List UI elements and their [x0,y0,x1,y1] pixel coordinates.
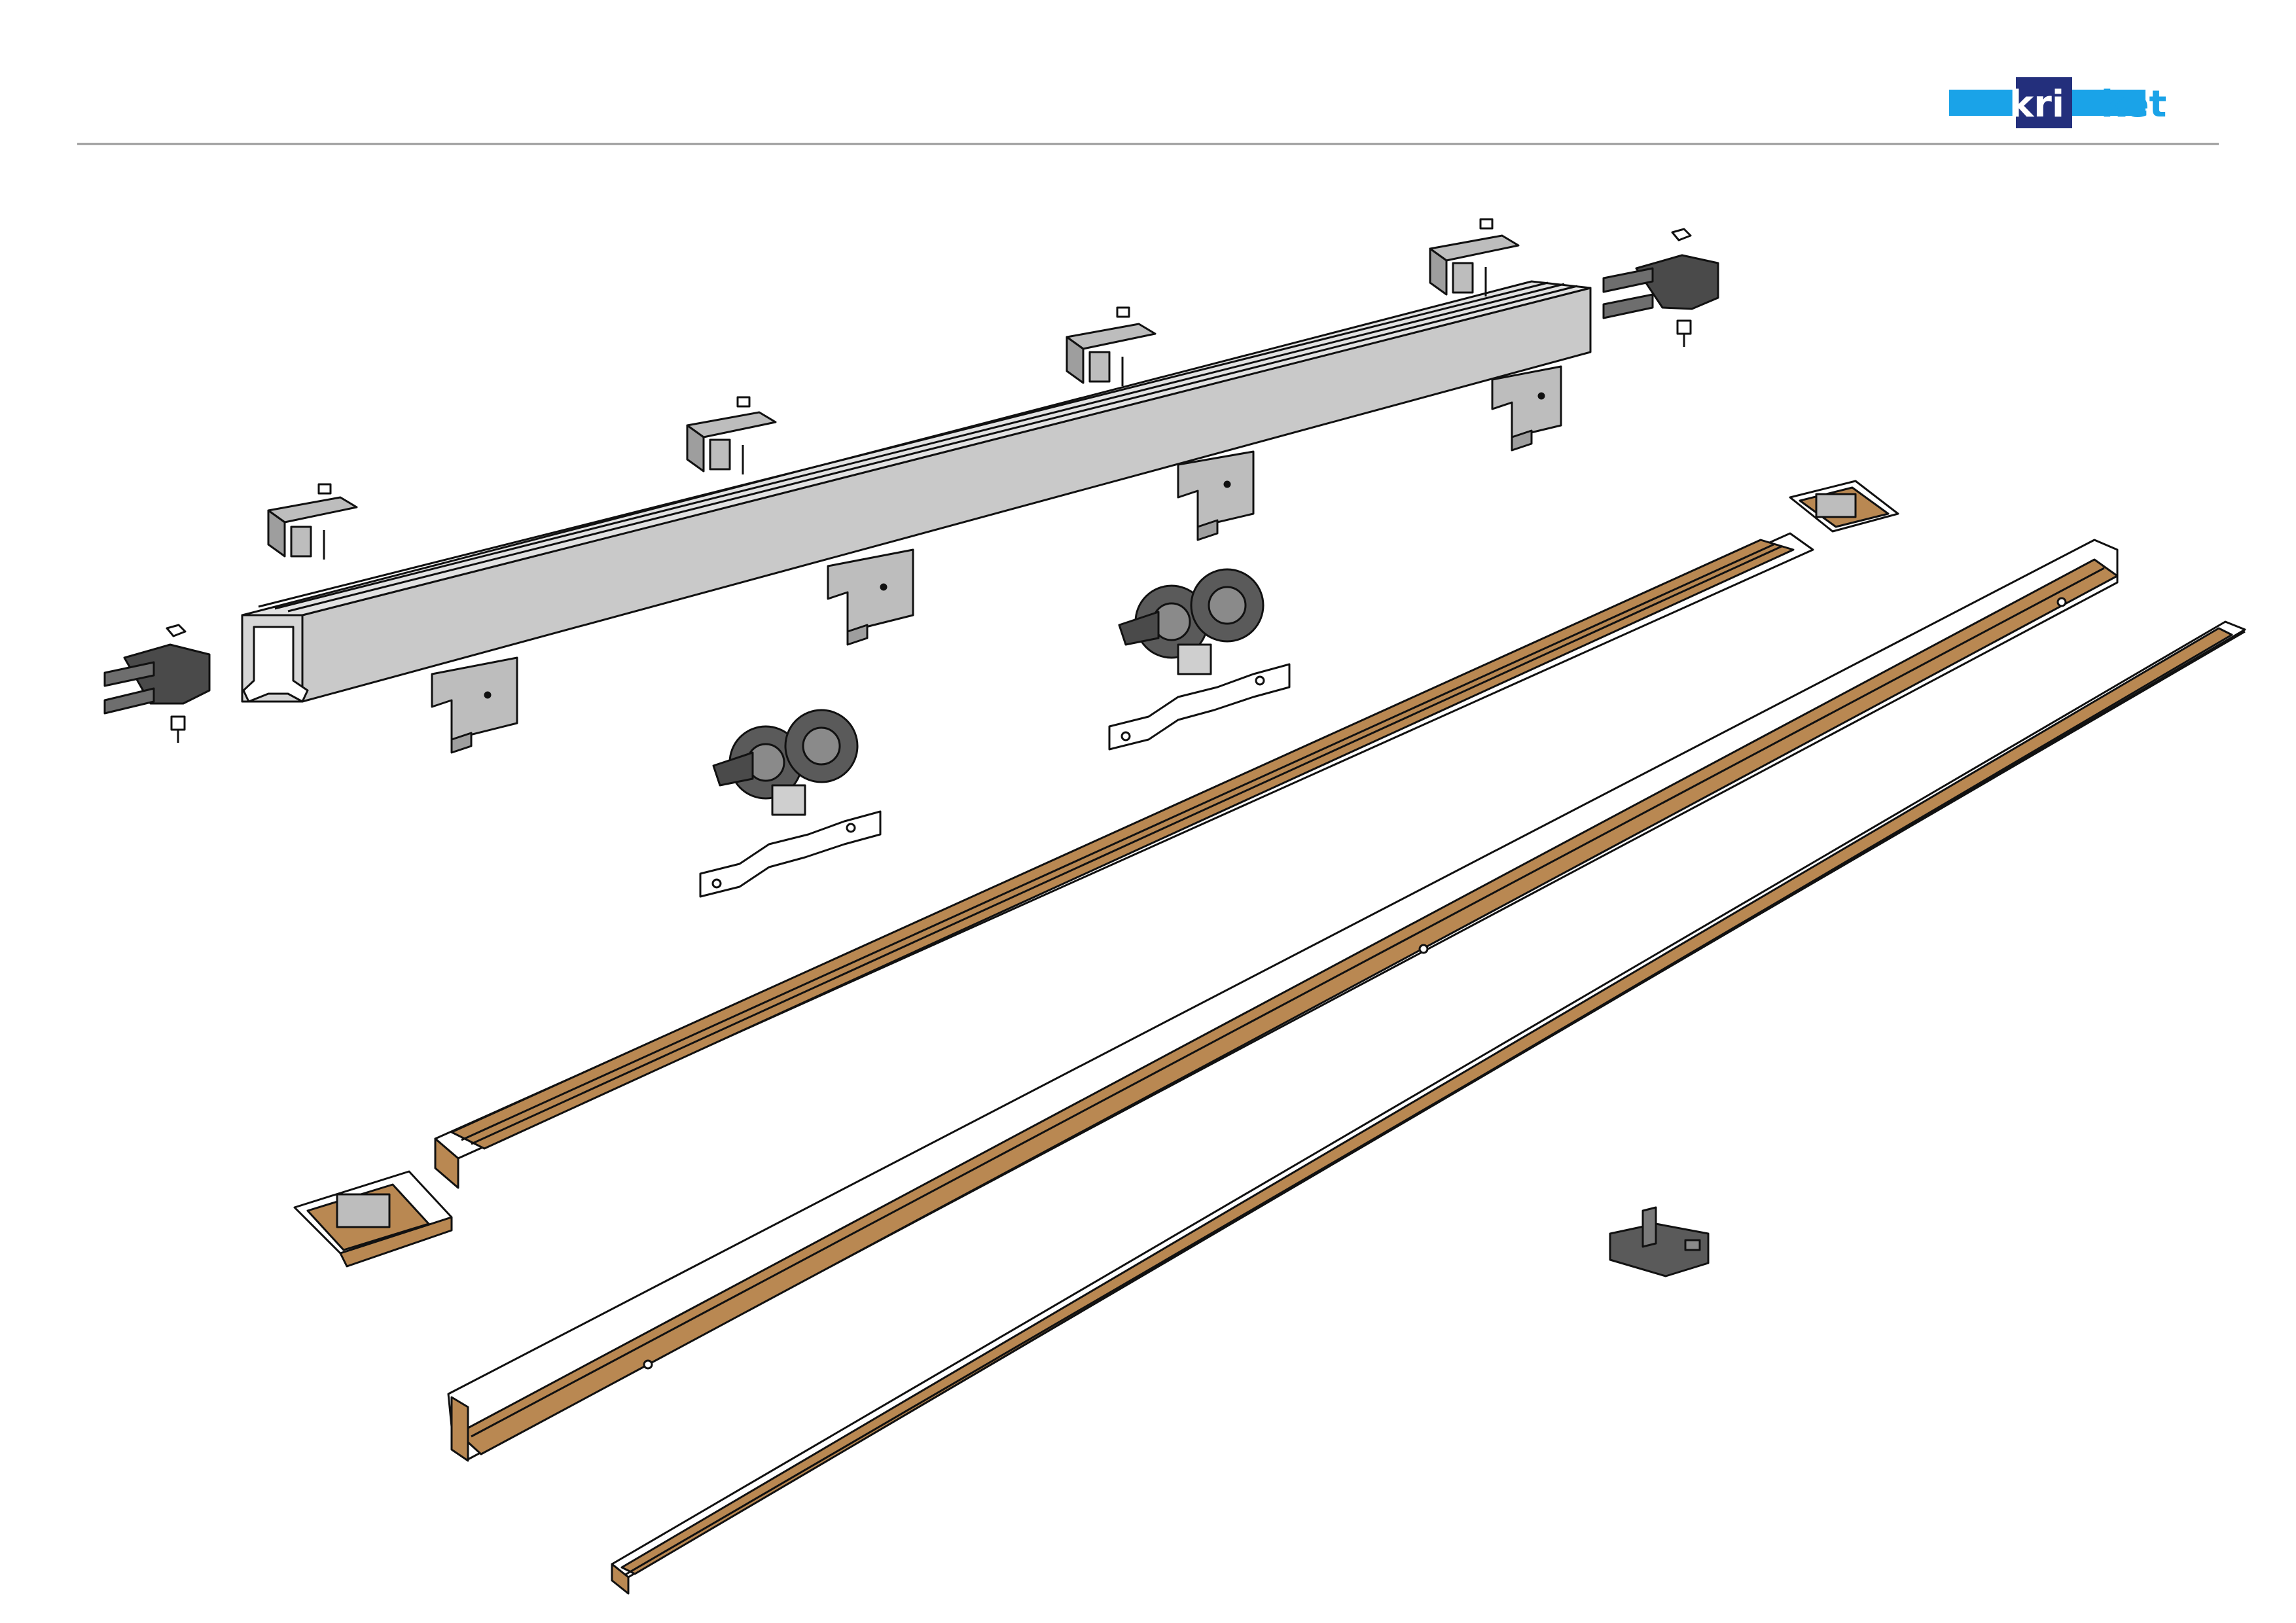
aluminium-top-track [241,280,1592,703]
wall-clip-3 [1177,450,1255,541]
wall-clip-1 [431,656,518,754]
roller-carriage-1 [712,709,859,816]
ceiling-bracket-1 [267,483,358,560]
end-cap-left [293,1170,453,1268]
roller-carriage-2 [1118,568,1265,675]
ceiling-bracket-3 [1066,306,1157,386]
wall-clip-2 [827,548,914,646]
logo-text-light: ket [2101,83,2167,126]
door-plate-2 [1108,663,1291,751]
wall-clip-4 [1491,365,1562,452]
wooden-pelmet [447,539,2119,1462]
wooden-floor-strip [611,620,2246,1595]
floor-guide [1609,1206,1710,1277]
end-cap-right [1789,480,1899,533]
end-stop-right [1602,228,1719,347]
brand-logo: kri ket [1949,77,2166,128]
ceiling-bracket-2 [686,396,777,474]
end-stop-left [103,624,211,743]
door-plate-1 [699,810,882,898]
logo-text-dark: kri [2009,83,2064,126]
wooden-panel-header [434,532,1814,1189]
ceiling-bracket-4 [1429,218,1520,296]
